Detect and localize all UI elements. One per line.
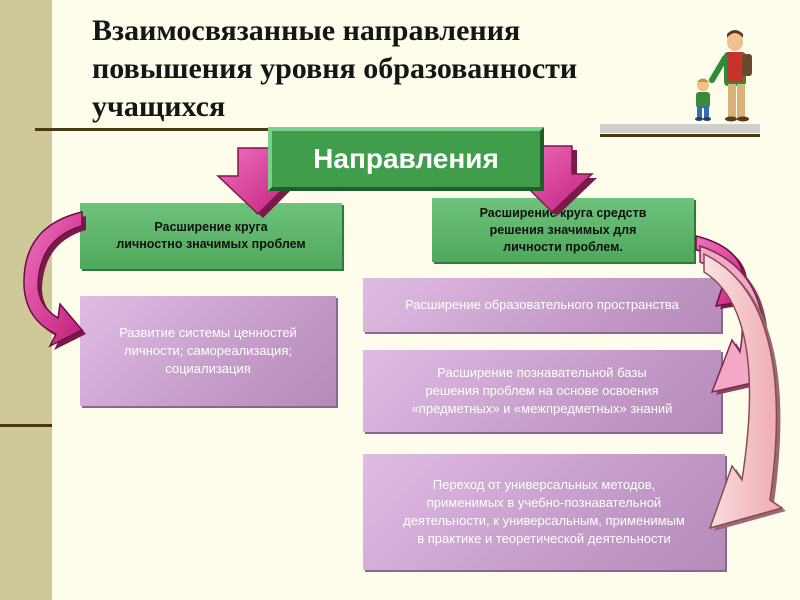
left-item-line-3: социализация xyxy=(165,361,251,376)
title-rule-right-light xyxy=(600,124,760,133)
right-heading-line-1: Расширение круга средств xyxy=(479,205,647,220)
right-item-2-line-1: Расширение познавательной базы xyxy=(437,365,647,380)
right-item-3: Переход от универсальных методов, примен… xyxy=(363,454,725,570)
left-item-line-2: личности; самореализация; xyxy=(124,343,292,358)
title-rule-right xyxy=(600,134,760,137)
title-rule-left xyxy=(35,128,275,131)
left-branch-item: Развитие системы ценностей личности; сам… xyxy=(80,296,336,406)
left-branch-heading: Расширение круга личностно значимых проб… xyxy=(80,203,342,269)
left-curved-arrow-icon xyxy=(23,211,86,350)
slide-title: Взаимосвязанные направления повышения ур… xyxy=(92,12,692,126)
header-box: Направления xyxy=(268,127,544,191)
right-item-3-line-1: Переход от универсальных методов, xyxy=(432,477,656,492)
right-item-2-line-3: «предметных» и «межпредметных» знаний xyxy=(411,401,673,416)
right-curved-arrow-3-icon xyxy=(703,252,786,531)
title-line-2: повышения уровня образованности xyxy=(92,52,578,85)
right-heading-line-2: решения значимых для xyxy=(489,222,637,237)
left-item-line-1: Развитие системы ценностей xyxy=(119,325,297,340)
sidebar-rule xyxy=(0,424,52,427)
right-item-3-line-2: применимых в учебно-познавательной xyxy=(426,495,662,510)
title-line-3: учащихся xyxy=(92,90,226,123)
header-box-label: Направления xyxy=(313,143,499,174)
right-item-2-line-2: решения проблем на основе освоения xyxy=(425,383,659,398)
left-heading-line-1: Расширение круга xyxy=(154,220,268,234)
title-line-1: Взаимосвязанные направления xyxy=(92,14,521,47)
left-heading-line-2: личностно значимых проблем xyxy=(116,237,306,251)
right-item-3-line-4: в практике и теоретической деятельности xyxy=(417,531,671,546)
right-heading-line-3: личности проблем. xyxy=(503,239,623,254)
right-item-2: Расширение познавательной базы решения п… xyxy=(363,350,721,432)
right-item-1-text: Расширение образовательного пространства xyxy=(405,297,679,312)
right-item-3-line-3: деятельности, к универсальным, применимы… xyxy=(403,513,685,528)
right-item-1: Расширение образовательного пространства xyxy=(363,278,721,332)
